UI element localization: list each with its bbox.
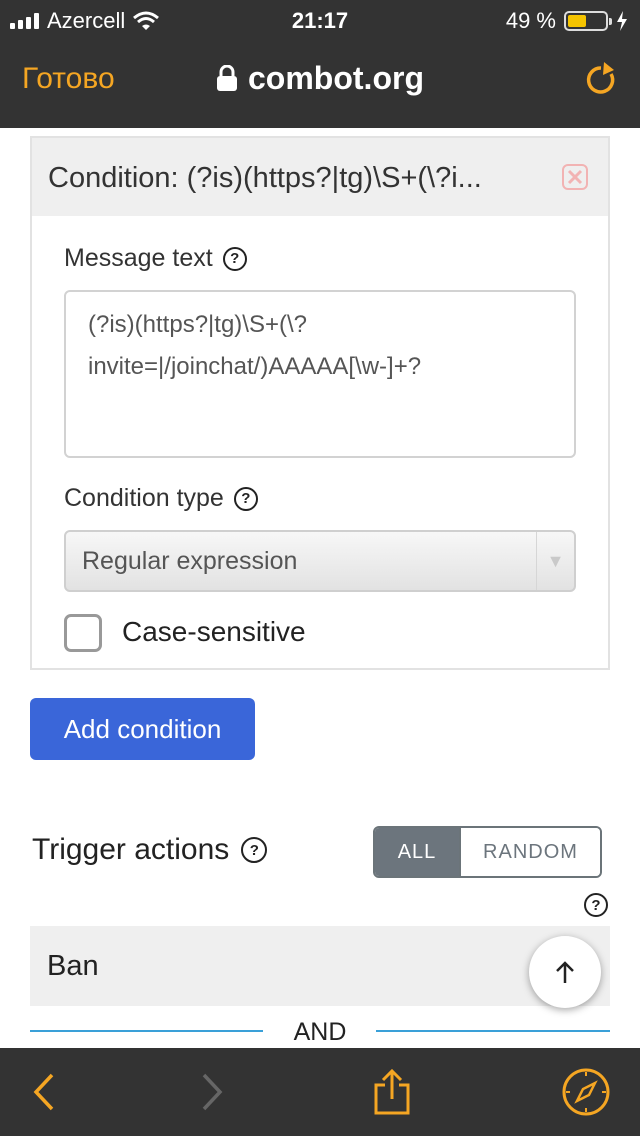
forward-button[interactable] [184, 1048, 240, 1136]
condition-type-select[interactable]: Regular expression ▼ [64, 530, 576, 592]
charging-bolt-icon [617, 11, 627, 31]
help-icon[interactable]: ? [222, 246, 247, 271]
trigger-mode-toggle: ALL RANDOM [373, 826, 602, 878]
page-content: Condition: (?is)(https?|tg)\S+(\?i... Me… [0, 128, 640, 1048]
condition-header: Condition: (?is)(https?|tg)\S+(\?i... [32, 138, 608, 216]
status-bar: Azercell 21:17 49 % [0, 0, 640, 40]
compass-icon [562, 1068, 610, 1116]
add-condition-button[interactable]: Add condition [30, 698, 255, 760]
forward-arrow-icon [202, 1073, 223, 1111]
carrier-name: Azercell [47, 8, 126, 33]
help-icon[interactable]: ? [584, 893, 608, 917]
lock-icon [217, 65, 237, 91]
condition-type-label-text: Condition type [64, 484, 224, 512]
trigger-actions-title: Trigger actions [32, 833, 230, 866]
toggle-all-option[interactable]: ALL [375, 828, 459, 876]
address-bar[interactable]: combot.org [0, 60, 640, 97]
separator-line-right [376, 1030, 610, 1032]
help-icon[interactable]: ? [233, 486, 258, 511]
action-label: Ban [47, 950, 99, 982]
status-left: Azercell [10, 8, 160, 34]
reload-button[interactable] [584, 62, 618, 103]
host-text: combot.org [248, 60, 424, 96]
separator-line-left [30, 1030, 263, 1032]
action-row[interactable]: Ban [30, 926, 610, 1006]
toggle-random-option[interactable]: RANDOM [459, 828, 600, 876]
message-text-label-text: Message text [64, 244, 213, 272]
close-icon [562, 164, 588, 190]
case-sensitive-checkbox[interactable] [64, 614, 102, 652]
clock: 21:17 [291, 8, 349, 33]
share-button[interactable] [364, 1048, 420, 1136]
battery-icon [564, 11, 612, 31]
message-text-label: Message text ? [64, 244, 247, 273]
condition-type-value: Regular expression [82, 547, 298, 575]
back-arrow-icon [33, 1073, 54, 1111]
scroll-to-top-button[interactable] [529, 936, 601, 1008]
signal-icon [10, 13, 39, 29]
condition-type-label: Condition type ? [64, 484, 258, 513]
chevron-down-icon: ▼ [536, 532, 574, 590]
condition-card: Condition: (?is)(https?|tg)\S+(\?i... Me… [30, 136, 610, 670]
help-icon[interactable]: ? [241, 837, 268, 863]
back-button[interactable] [16, 1048, 72, 1136]
and-separator: AND [293, 1018, 347, 1046]
message-text-input[interactable]: (?is)(https?|tg)\S+(\? invite=|/joinchat… [64, 290, 576, 458]
browser-toolbar [0, 1048, 640, 1136]
case-sensitive-label[interactable]: Case-sensitive [122, 616, 306, 647]
status-right: 49 % [506, 8, 628, 34]
battery-percent: 49 % [505, 8, 556, 33]
done-button[interactable]: Готово [22, 62, 115, 95]
browser-nav-bar: Готово combot.org [0, 40, 640, 128]
wifi-icon [133, 11, 160, 30]
trigger-actions-heading: Trigger actions ? [32, 833, 268, 867]
safari-button[interactable] [556, 1048, 616, 1136]
condition-title: Condition: (?is)(https?|tg)\S+(\?i... [48, 162, 482, 194]
remove-condition-button[interactable] [562, 164, 588, 195]
arrow-up-icon [556, 961, 574, 983]
share-icon [374, 1069, 410, 1115]
reload-icon [586, 62, 615, 94]
battery-fill [568, 15, 586, 27]
